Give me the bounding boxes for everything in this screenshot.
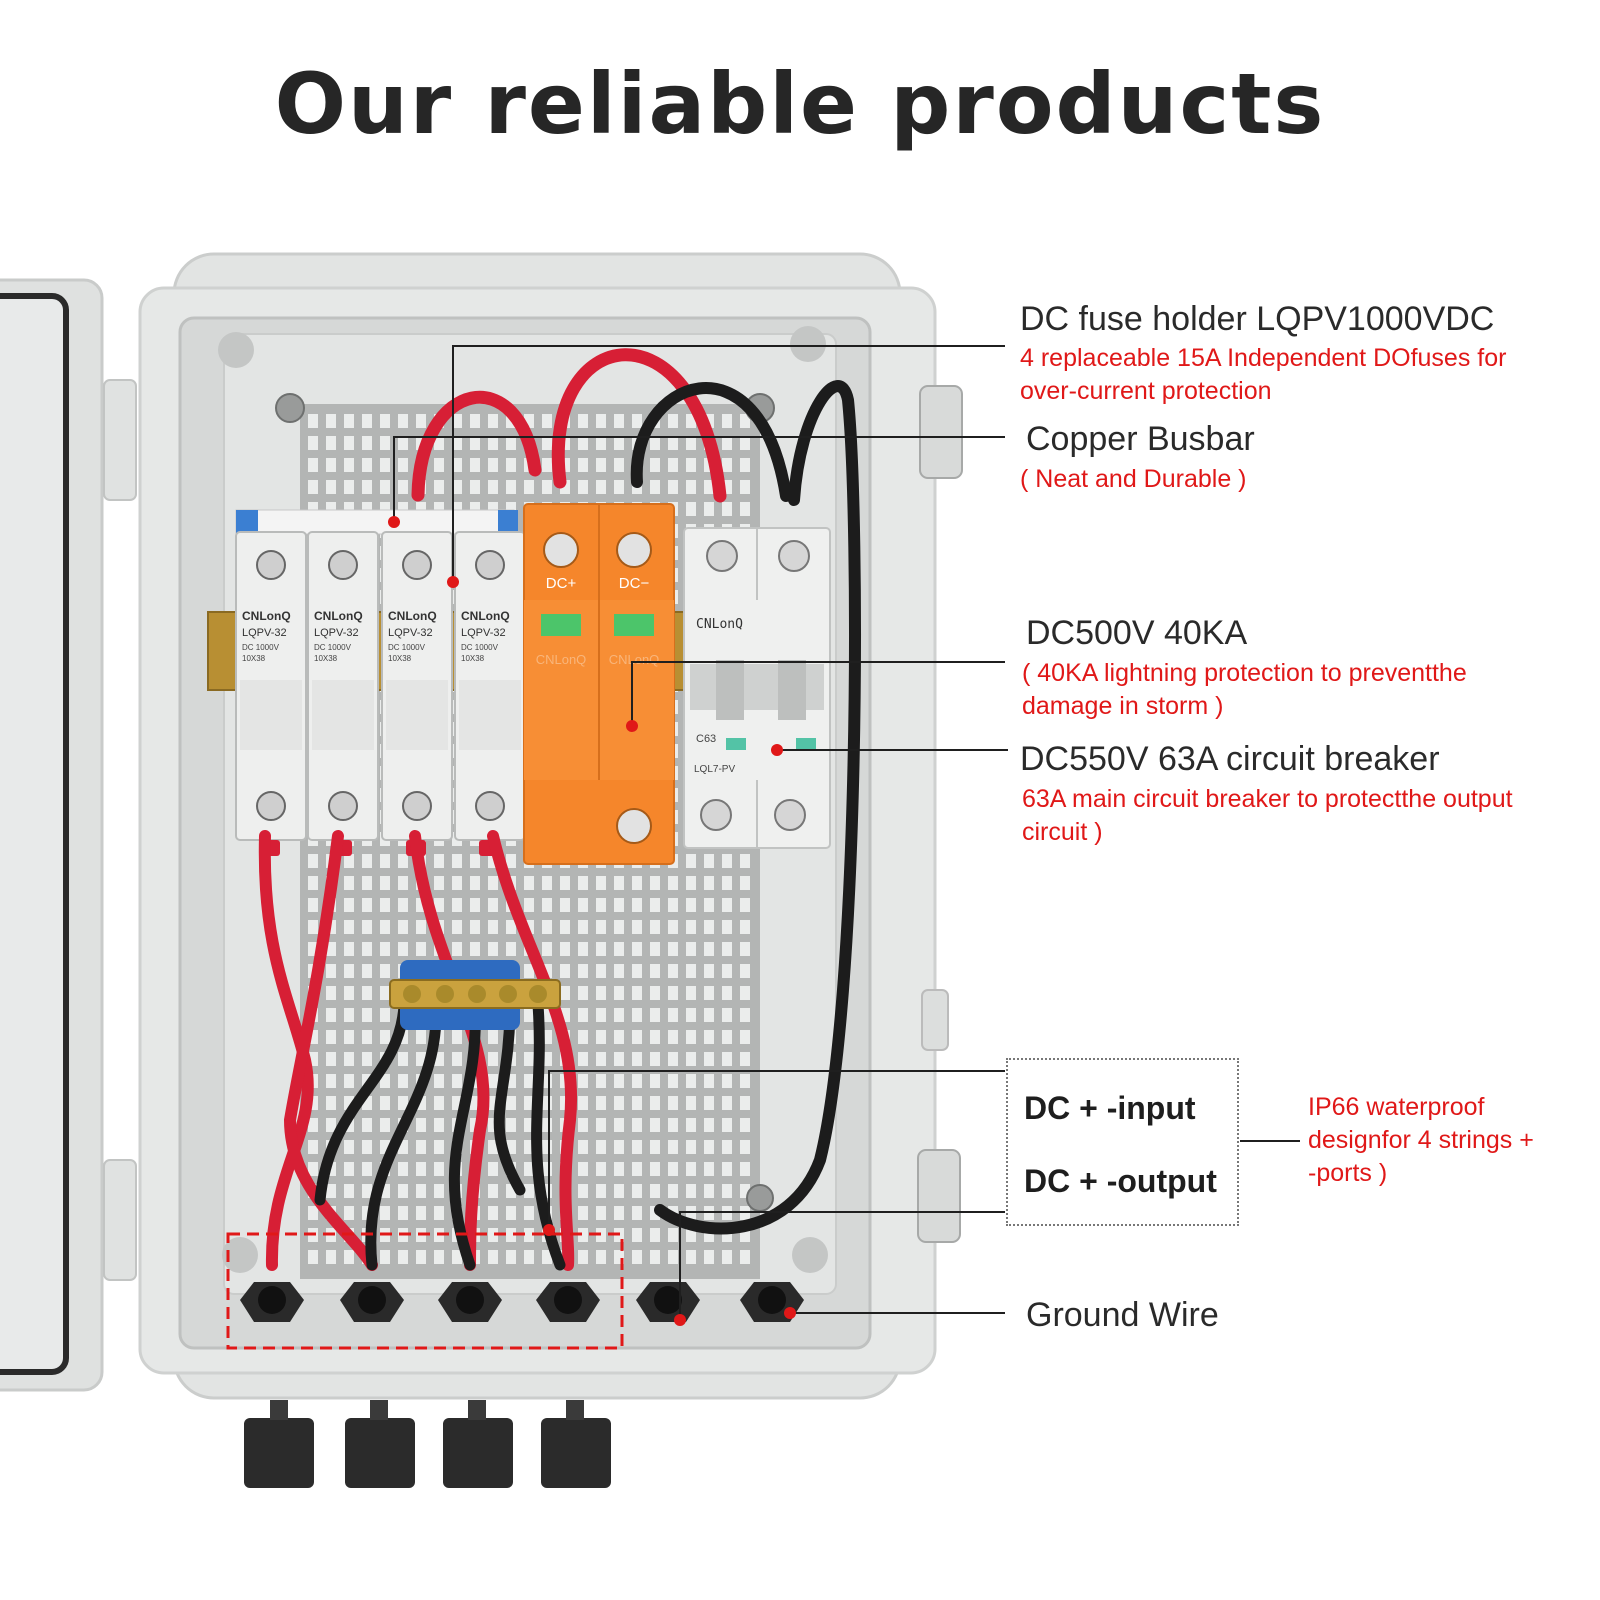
wiring (258, 348, 861, 1271)
breaker-rating-label: C63 (696, 733, 716, 745)
fuse-holder-group: CNLonQ LQPV-32 DC 1000V 10X38 CNLonQ LQPV-32D… (235, 531, 526, 856)
breaker-desc-line2: circuit ) (1022, 818, 1103, 846)
external-mc4-connectors (244, 1400, 611, 1488)
fuse-size-label: 10X38 (388, 654, 412, 663)
dc-input-label: DC + -input (1024, 1090, 1196, 1126)
input-cable-gland (536, 1282, 600, 1322)
fuse-model-label: LQPV-32 (388, 627, 433, 639)
fuse-holder-heading: DC fuse holder LQPV1000VDC (1020, 300, 1495, 338)
page-title: Our reliable products (274, 55, 1326, 153)
fuse-holder-desc-line2: over-current protection (1020, 377, 1272, 405)
fuse-holder-desc-line1: 4 replaceable 15A Independent DOfuses fo… (1020, 344, 1507, 372)
fuse-rating-label: DC 1000V (242, 643, 280, 652)
spd-desc-line2: damage in storm ) (1022, 692, 1224, 720)
input-cable-gland (340, 1282, 404, 1322)
fuse-model-label: LQPV-32 (314, 627, 359, 639)
ports-desc-line2: designfor 4 strings + (1308, 1126, 1534, 1154)
dc-output-label: DC + -output (1024, 1163, 1217, 1199)
fuse-size-label: 10X38 (242, 654, 266, 663)
fuse-size-label: 10X38 (314, 654, 338, 663)
fuse-model-label: LQPV-32 (242, 627, 287, 639)
busbar-heading: Copper Busbar (1026, 420, 1255, 458)
busbar-desc: ( Neat and Durable ) (1020, 465, 1247, 493)
callout-dots (388, 516, 796, 1326)
fuse-holder: CNLonQ LQPV-32 DC 1000V 10X38 (381, 531, 453, 856)
fuse-brand-label: CNLonQ (314, 609, 363, 623)
spd-positive-label: DC+ (546, 575, 577, 592)
ports-box (1006, 1058, 1239, 1226)
breaker-brand-label: CNLonQ (696, 617, 743, 632)
spd-heading: DC500V 40KA (1026, 614, 1248, 652)
spare-cable-gland (636, 1282, 700, 1322)
surge-protector: DC+ DC− CNLonQ CNLonQ (523, 503, 675, 865)
callout-leaders (393, 345, 1300, 1320)
breaker-heading: DC550V 63A circuit breaker (1020, 740, 1440, 778)
ports-desc-line3: -ports ) (1308, 1159, 1388, 1187)
cable-glands (240, 1282, 804, 1322)
spd-desc-line1: ( 40KA lightning protection to preventth… (1022, 659, 1467, 687)
fuse-holder: CNLonQ LQPV-32 DC 1000V 10X38 (235, 531, 307, 856)
enclosure-lid (0, 278, 137, 1392)
fuse-holder: CNLonQ LQPV-32 DC 1000V 10X38 (454, 531, 526, 856)
spd-brand-right: CNLonQ (609, 652, 660, 667)
input-ports-highlight (226, 1232, 624, 1350)
input-cable-gland (240, 1282, 304, 1322)
spd-negative-label: DC− (619, 575, 650, 592)
fuse-rating-label: DC 1000V (314, 643, 352, 652)
fuse-rating-label: DC 1000V (388, 643, 426, 652)
fuse-model-label: LQPV-32 (461, 627, 506, 639)
fuse-brand-label: CNLonQ (242, 609, 291, 623)
spd-brand-left: CNLonQ (536, 652, 587, 667)
fuse-rating-label: DC 1000V (461, 643, 499, 652)
fuse-brand-label: CNLonQ (388, 609, 437, 623)
fuse-holder: CNLonQ LQPV-32 DC 1000V 10X38 (307, 531, 379, 856)
ports-desc-line1: IP66 waterproof (1308, 1093, 1485, 1121)
copper-busbar (235, 509, 518, 535)
circuit-breaker: CNLonQ C63 LQL7-PV (683, 527, 831, 849)
breaker-model-label: LQL7-PV (694, 764, 735, 775)
fuse-size-label: 10X38 (461, 654, 485, 663)
fuse-brand-label: CNLonQ (461, 609, 510, 623)
ground-wire-heading: Ground Wire (1026, 1296, 1219, 1334)
negative-terminal-block (389, 960, 561, 1030)
breaker-desc-line1: 63A main circuit breaker to protectthe o… (1022, 785, 1513, 813)
input-cable-gland (438, 1282, 502, 1322)
